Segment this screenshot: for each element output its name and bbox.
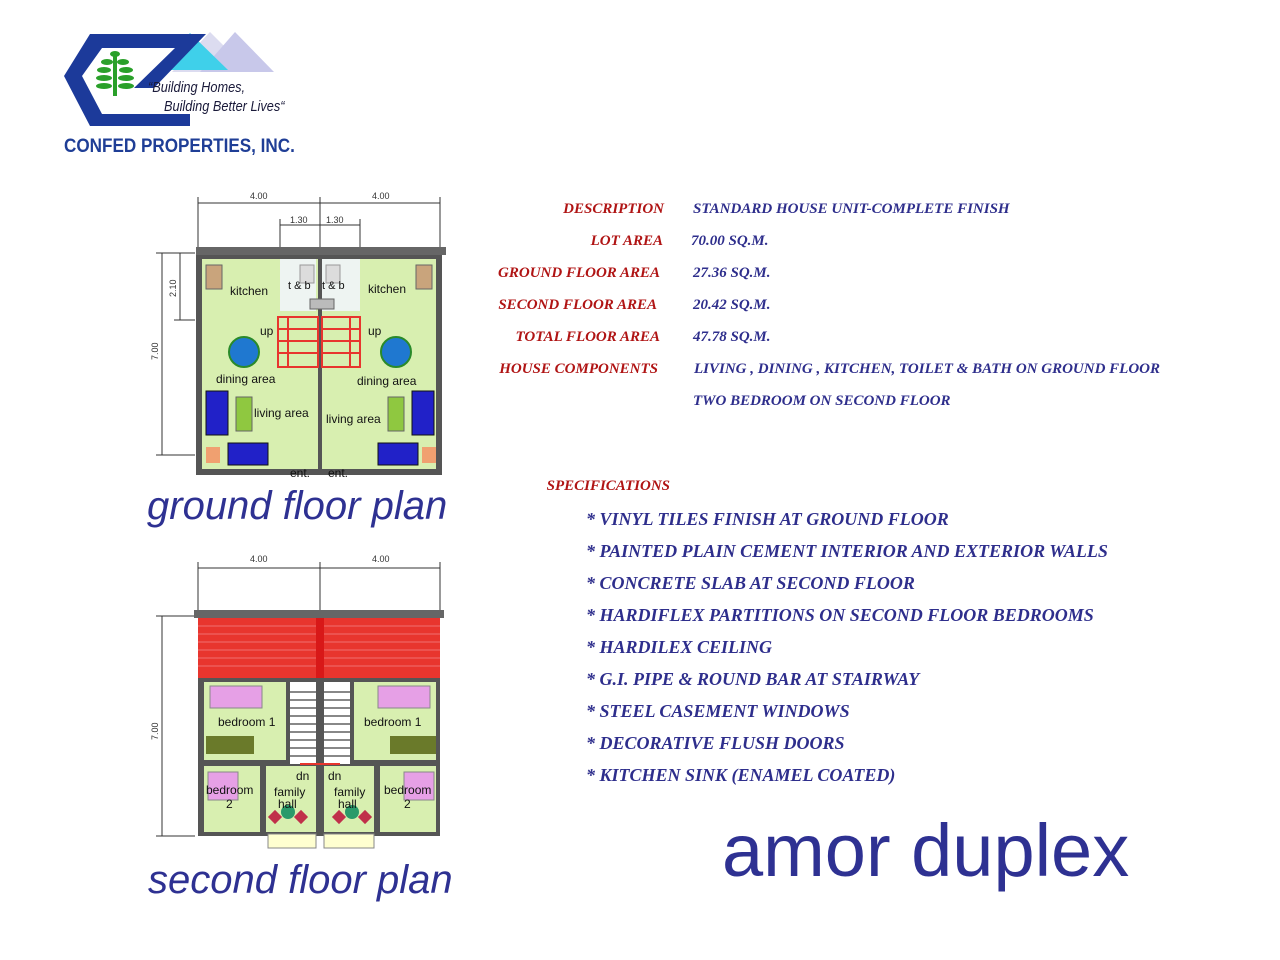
spec-item: * HARDILEX CEILING (586, 637, 773, 657)
spec-item: * STEEL CASEMENT WINDOWS (586, 701, 850, 721)
company-name: CONFED PROPERTIES, INC. (64, 136, 295, 157)
detail-value: STANDARD HOUSE UNIT-COMPLETE FINISH (693, 201, 1010, 217)
gf-dim-tb-left: 1.30 (290, 215, 308, 225)
sf-bed1-right: bedroom 1 (364, 715, 422, 729)
second-floor-plan: 4.00 4.00 7.00 (150, 550, 460, 850)
gf-up-right: up (368, 324, 382, 338)
gf-kitchen-left: kitchen (230, 284, 268, 298)
specifications-heading: SPECIFICATIONS (546, 478, 670, 494)
sf-dim-width-left: 4.00 (250, 554, 268, 564)
sf-bed2-right-b: 2 (404, 797, 411, 811)
gf-ent-left: ent. (290, 466, 310, 480)
detail-value: 20.42 SQ.M. (693, 297, 771, 313)
detail-label: DESCRIPTION (563, 201, 664, 217)
detail-label: SECOND FLOOR AREA (498, 297, 657, 313)
detail-value: 27.36 SQ.M. (693, 265, 771, 281)
spec-item: * KITCHEN SINK (ENAMEL COATED) (586, 765, 896, 785)
gf-dim-kitchen: 2.10 (168, 279, 178, 297)
gf-dim-height: 7.00 (150, 342, 160, 360)
gf-up-left: up (260, 324, 274, 338)
detail-value: LIVING , DINING , KITCHEN, TOILET & BATH… (694, 361, 1161, 377)
gf-living-left: living area (254, 406, 309, 420)
sf-family-left-b: hall (278, 797, 297, 811)
sf-dim-width-right: 4.00 (372, 554, 390, 564)
sf-dn-left: dn (296, 769, 309, 783)
sf-bed1-left: bedroom 1 (218, 715, 276, 729)
ground-floor-drawing: 4.00 4.00 1.30 1.30 7.00 2.10 (150, 191, 446, 480)
ground-floor-plan-title: ground floor plan (147, 484, 448, 528)
second-floor-drawing: 4.00 4.00 7.00 (150, 554, 444, 849)
gf-living-right: living area (326, 412, 381, 426)
detail-label: HOUSE COMPONENTS (499, 361, 658, 377)
spec-item: * CONCRETE SLAB AT SECOND FLOOR (586, 573, 915, 593)
sf-family-left-a: family (274, 785, 305, 799)
gf-kitchen-right: kitchen (368, 282, 406, 296)
spec-item: * HARDIFLEX PARTITIONS ON SECOND FLOOR B… (586, 605, 1094, 625)
sf-dn-right: dn (328, 769, 341, 783)
second-floor-plan-title: second floor plan (148, 858, 453, 902)
logo-tagline-2: Building Better Lives“ (164, 98, 285, 115)
gf-dining-left: dining area (216, 372, 276, 386)
detail-label: GROUND FLOOR AREA (498, 265, 660, 281)
gf-tb-right: t & b (322, 280, 345, 292)
detail-value: 70.00 SQ.M. (691, 233, 769, 249)
detail-value: 47.78 SQ.M. (693, 329, 771, 345)
spec-item: * VINYL TILES FINISH AT GROUND FLOOR (586, 509, 949, 529)
ground-floor-plan: 4.00 4.00 1.30 1.30 7.00 2.10 (150, 185, 460, 485)
sf-family-right-a: family (334, 785, 365, 799)
spec-item: * G.I. PIPE & ROUND BAR AT STAIRWAY (586, 669, 920, 689)
detail-label: LOT AREA (590, 233, 663, 249)
gf-dim-width-left: 4.00 (250, 191, 268, 201)
gf-dim-width-right: 4.00 (372, 191, 390, 201)
gf-tb-left: t & b (288, 280, 311, 292)
gf-ent-right: ent. (328, 466, 348, 480)
sf-bed2-right-a: bedroom (384, 783, 431, 797)
detail-label: TOTAL FLOOR AREA (515, 329, 660, 345)
product-name: amor duplex (722, 809, 1130, 892)
sf-family-right-b: hall (338, 797, 357, 811)
gf-dim-tb-right: 1.30 (326, 215, 344, 225)
sf-dim-height: 7.00 (150, 722, 160, 740)
gf-dining-right: dining area (357, 374, 417, 388)
logo-tagline-1: “Building Homes, (148, 79, 246, 96)
sf-bed2-left-b: 2 (226, 797, 233, 811)
spec-item: * DECORATIVE FLUSH DOORS (586, 733, 845, 753)
tree-icon (96, 51, 134, 96)
company-logo: “Building Homes, Building Better Lives“ … (60, 30, 340, 170)
detail-value-line2: TWO BEDROOM ON SECOND FLOOR (693, 393, 951, 409)
spec-item: * PAINTED PLAIN CEMENT INTERIOR AND EXTE… (586, 541, 1108, 561)
logo-mark-icon (64, 32, 274, 126)
sf-bed2-left-a: bedroom (206, 783, 253, 797)
